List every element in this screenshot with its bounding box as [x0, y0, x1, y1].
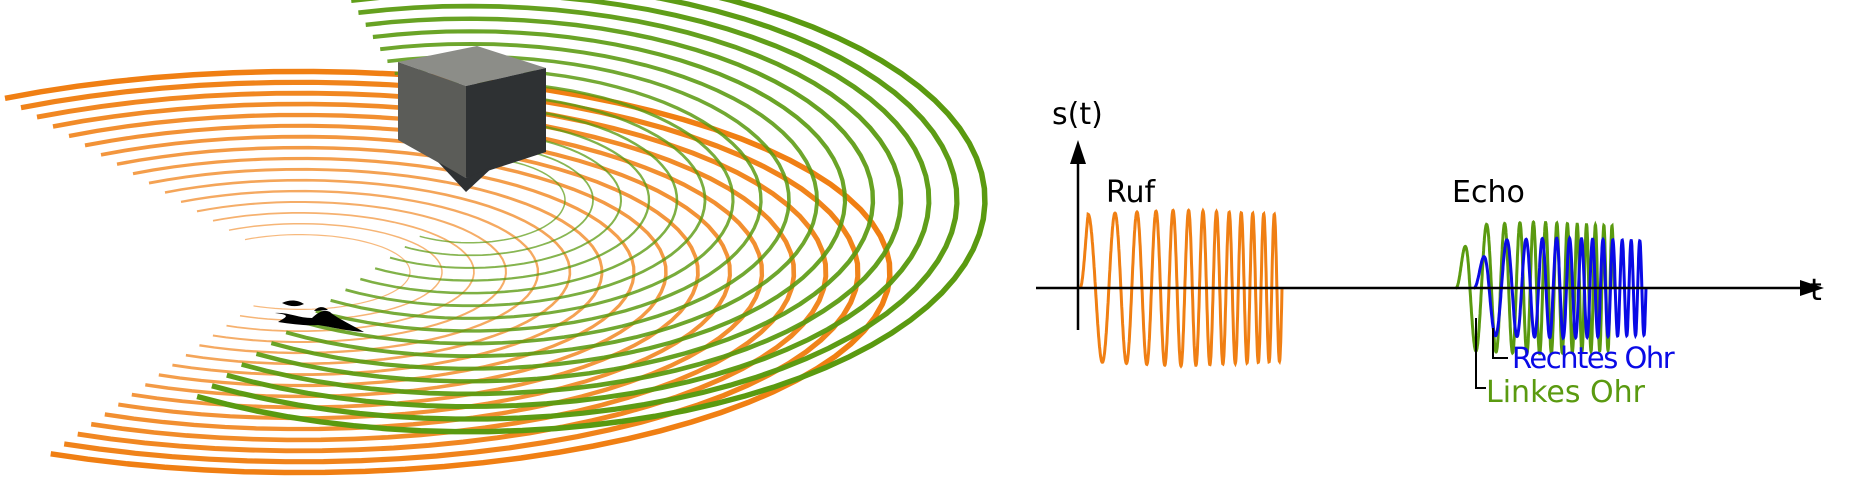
emitted-wavefront	[132, 156, 636, 388]
echo-wavefront	[241, 3, 904, 397]
emitted-wavefront	[84, 123, 732, 421]
emitted-wavefront	[36, 90, 829, 454]
call-signal	[1079, 207, 1284, 369]
emitted-wavefront	[148, 167, 604, 377]
signal-axis-arrowhead	[1070, 140, 1086, 164]
emitted-wavefront	[4, 68, 893, 476]
left-ear-echo-signal	[1455, 219, 1616, 357]
echo-wavefront	[345, 92, 707, 308]
cube-icon	[398, 46, 546, 192]
left-ear-label: Linkes Ohr	[1486, 375, 1646, 410]
emitted-wavefront	[212, 212, 475, 332]
echo-wavefront	[285, 41, 819, 359]
wave-illustration	[4, 0, 988, 476]
emitted-wavefront	[244, 234, 411, 310]
echo-wavefront	[300, 54, 791, 346]
bat-icon	[275, 300, 364, 332]
echo-wavefront	[255, 16, 876, 384]
signal-plot: s(t) t Ruf Echo Rechtes Ohr Linkes Ohr	[1036, 97, 1824, 410]
call-label: Ruf	[1106, 175, 1157, 210]
emitted-call-wavefronts	[4, 68, 893, 476]
time-axis-arrowhead	[1800, 280, 1824, 296]
emitted-wavefront	[20, 79, 861, 465]
echo-wavefront	[270, 29, 848, 371]
y-axis-label: s(t)	[1052, 97, 1103, 132]
emitted-wavefront	[68, 112, 765, 432]
left-ear-bracket	[1475, 318, 1486, 389]
right-ear-label: Rechtes Ohr	[1512, 341, 1675, 375]
right-ear-bracket	[1492, 328, 1508, 359]
emitted-wavefront	[52, 101, 797, 443]
echo-wavefront	[359, 105, 679, 295]
echo-wavefront	[196, 0, 988, 435]
echo-wavefront	[226, 0, 932, 409]
emitted-wavefront	[180, 189, 540, 355]
echo-label: Echo	[1452, 175, 1525, 210]
x-axis-label: t	[1810, 273, 1822, 308]
echo-wavefront	[211, 0, 960, 422]
emitted-wavefront	[196, 200, 507, 344]
echo-wavefront	[330, 80, 735, 320]
echo-wavefront	[315, 67, 763, 333]
reflected-echo-wavefronts	[196, 0, 988, 435]
